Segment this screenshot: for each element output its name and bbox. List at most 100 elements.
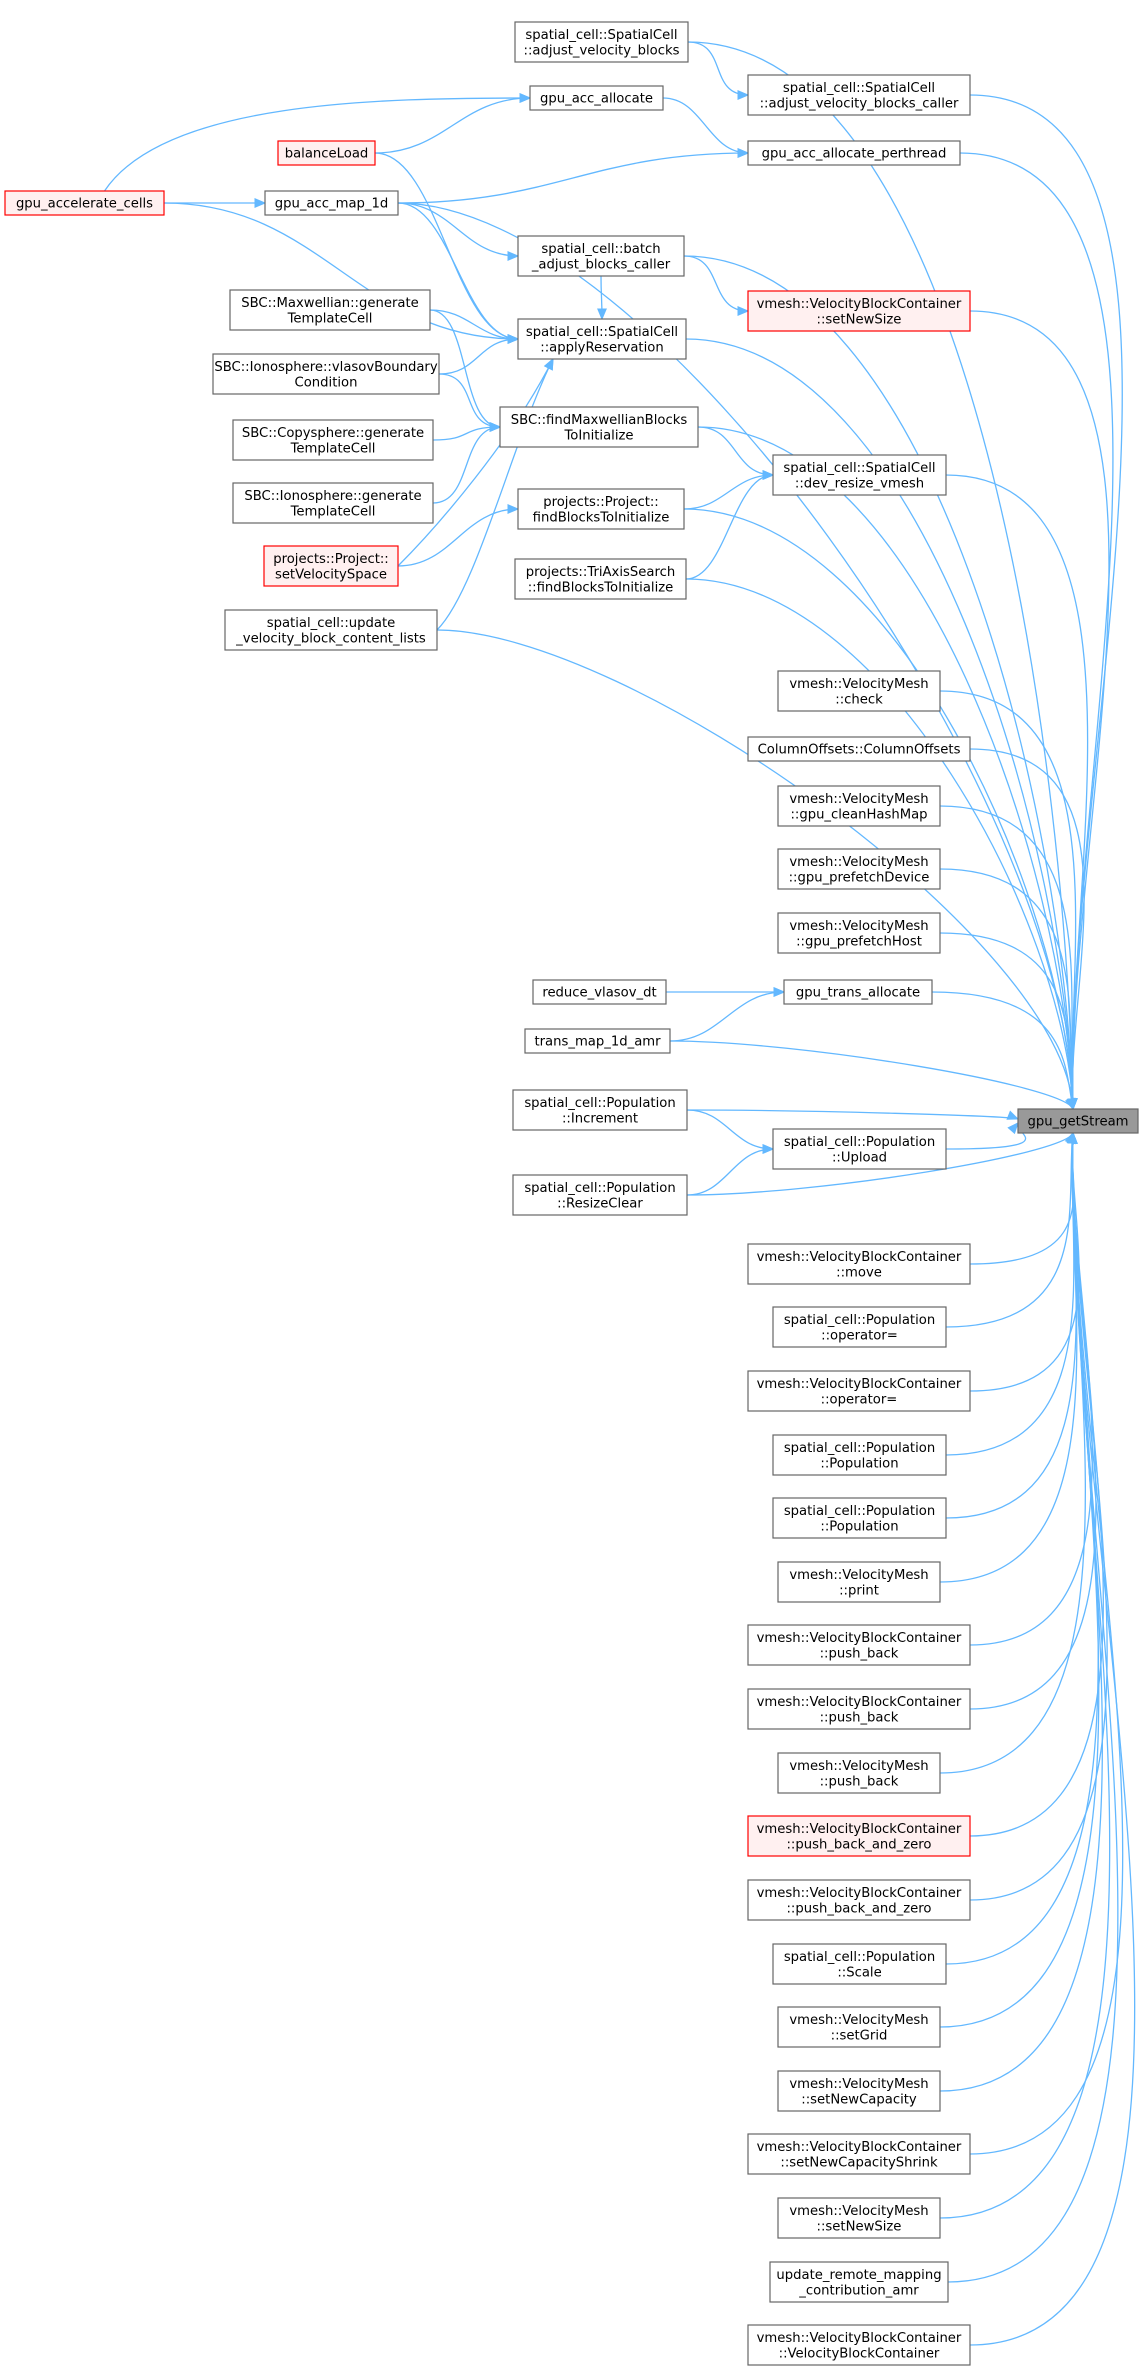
edge-sbc-maxw-gen-to-apply-res	[429, 309, 519, 340]
edge-gpu-accelerate-cells-to-gpu-acc-allocate	[103, 97, 531, 192]
node-vm-pushback[interactable]: vmesh::VelocityMesh::push_back	[777, 1752, 941, 1794]
node-vbc-opeq[interactable]: vmesh::VelocityBlockContainer::operator=	[747, 1370, 971, 1412]
nodes-layer: spatial_cell::SpatialCell::adjust_veloci…	[4, 21, 1139, 2366]
edge-balanceLoad-to-gpu-acc-allocate-arrowhead	[519, 93, 532, 103]
node-gpu-acc-map-1d[interactable]: gpu_acc_map_1d	[264, 190, 399, 216]
node-label-line: vmesh::VelocityMesh	[789, 919, 928, 934]
node-vm-setgrid[interactable]: vmesh::VelocityMesh::setGrid	[777, 2006, 941, 2048]
node-batch-adjust[interactable]: spatial_cell::batch_adjust_blocks_caller	[517, 235, 685, 277]
node-label-line: vmesh::VelocityBlockContainer	[757, 1377, 962, 1392]
node-label-line: ::Increment	[562, 1111, 638, 1126]
node-pop-resizeclear[interactable]: spatial_cell::Population::ResizeClear	[512, 1174, 688, 1216]
node-vm-setnewsize[interactable]: vmesh::VelocityMesh::setNewSize	[777, 2197, 941, 2239]
node-label-line: spatial_cell::Population	[784, 1313, 935, 1328]
node-apply-res[interactable]: spatial_cell::SpatialCell::applyReservat…	[517, 318, 687, 360]
node-label-line: SBC::Maxwellian::generate	[241, 296, 419, 311]
node-pop-upload[interactable]: spatial_cell::Population::Upload	[772, 1128, 947, 1170]
node-proj-find[interactable]: projects::Project::findBlocksToInitializ…	[517, 488, 685, 530]
node-pop-opeq[interactable]: spatial_cell::Population::operator=	[772, 1306, 947, 1348]
edge-triaxis-to-getstream	[685, 578, 1074, 1110]
edge-gpu-acc-map-1d-to-batch-adjust	[397, 202, 519, 257]
node-box	[747, 2324, 971, 2366]
node-adjust-vb[interactable]: spatial_cell::SpatialCell::adjust_veloci…	[514, 21, 689, 63]
node-box	[777, 848, 941, 890]
edge-sbc-iono-gen-to-sbc-findmaxw	[432, 426, 501, 504]
node-vbc-pushback1[interactable]: vmesh::VelocityBlockContainer::push_back	[747, 1624, 971, 1666]
node-vm-setnewcap[interactable]: vmesh::VelocityMesh::setNewCapacity	[777, 2070, 941, 2112]
node-getstream[interactable]: gpu_getStream	[1017, 1108, 1139, 1134]
node-label-line: ColumnOffsets::ColumnOffsets	[758, 743, 961, 758]
node-dev-resize[interactable]: spatial_cell::SpatialCell::dev_resize_vm…	[772, 454, 947, 496]
node-trans-map[interactable]: trans_map_1d_amr	[524, 1028, 671, 1054]
node-vm-prefdev[interactable]: vmesh::VelocityMesh::gpu_prefetchDevice	[777, 848, 941, 890]
node-label-line: vmesh::VelocityBlockContainer	[757, 1886, 962, 1901]
node-update-remote[interactable]: update_remote_mapping_contribution_amr	[769, 2261, 949, 2303]
edge-adjust-vb-to-adjust-vb-caller	[687, 41, 749, 96]
node-pop-scale[interactable]: spatial_cell::Population::Scale	[772, 1943, 947, 1985]
node-gpu-trans-alloc[interactable]: gpu_trans_allocate	[783, 979, 933, 1005]
node-box	[517, 488, 685, 530]
node-vm-prefhost[interactable]: vmesh::VelocityMesh::gpu_prefetchHost	[777, 912, 941, 954]
node-gpu-accelerate-cells[interactable]: gpu_accelerate_cells	[4, 190, 165, 216]
edge-vm-check-to-getstream	[939, 690, 1077, 1110]
node-label-line: gpu_getStream	[1027, 1115, 1128, 1130]
node-pop-increment[interactable]: spatial_cell::Population::Increment	[512, 1089, 688, 1131]
node-coloffsets[interactable]: ColumnOffsets::ColumnOffsets	[747, 736, 971, 762]
node-vm-cleanhash[interactable]: vmesh::VelocityMesh::gpu_cleanHashMap	[777, 785, 941, 827]
node-label-line: ::push_back_and_zero	[786, 1837, 931, 1852]
node-pop-pop1[interactable]: spatial_cell::Population::Population	[772, 1434, 947, 1476]
node-box	[777, 2006, 941, 2048]
node-vbc-setNewSize[interactable]: vmesh::VelocityBlockContainer::setNewSiz…	[747, 290, 971, 332]
node-box	[777, 785, 941, 827]
node-label-line: ::push_back	[820, 1646, 899, 1661]
node-update-vbcl[interactable]: spatial_cell::update_velocity_block_cont…	[224, 609, 438, 651]
node-reduce-vdt[interactable]: reduce_vlasov_dt	[532, 979, 667, 1005]
node-vbc-pbz2[interactable]: vmesh::VelocityBlockContainer::push_back…	[747, 1879, 971, 1921]
node-gpu-acc-alloc-pt[interactable]: gpu_acc_allocate_perthread	[747, 140, 961, 166]
node-label-line: _adjust_blocks_caller	[531, 257, 671, 272]
node-pop-pop2[interactable]: spatial_cell::Population::Population	[772, 1497, 947, 1539]
node-label-line: ::push_back	[820, 1710, 899, 1725]
node-label-line: gpu_acc_allocate_perthread	[762, 147, 947, 162]
node-adjust-vb-caller[interactable]: spatial_cell::SpatialCell::adjust_veloci…	[747, 74, 971, 116]
edge-gpu-acc-map-1d-to-batch-adjust-arrowhead	[507, 251, 520, 261]
edge-pop-pop2-to-getstream	[945, 1132, 1077, 1519]
edge-vm-setnewsize-to-getstream	[939, 1132, 1111, 2219]
node-box	[517, 318, 687, 360]
node-vbc-setnewcapshrink[interactable]: vmesh::VelocityBlockContainer::setNewCap…	[747, 2133, 971, 2175]
node-label-line: spatial_cell::SpatialCell	[525, 28, 677, 43]
node-gpu-acc-allocate[interactable]: gpu_acc_allocate	[529, 85, 664, 111]
node-label-line: ::Population	[820, 1519, 898, 1534]
edge-proj-setvel-to-proj-find-arrowhead	[507, 504, 520, 514]
node-label-line: vmesh::VelocityMesh	[789, 2077, 928, 2092]
edge-pop-increment-to-pop-upload	[686, 1109, 774, 1150]
node-box	[783, 979, 933, 1005]
node-label-line: ::setNewSize	[817, 2219, 902, 2234]
node-label-line: gpu_acc_allocate	[540, 92, 653, 107]
node-vbc-ctor[interactable]: vmesh::VelocityBlockContainer::VelocityB…	[747, 2324, 971, 2366]
node-balanceLoad[interactable]: balanceLoad	[277, 140, 376, 166]
node-vbc-pbz1[interactable]: vmesh::VelocityBlockContainer::push_back…	[747, 1815, 971, 1857]
node-box	[777, 2070, 941, 2112]
node-vbc-pushback2[interactable]: vmesh::VelocityBlockContainer::push_back	[747, 1688, 971, 1730]
edge-dev-resize-to-getstream	[945, 474, 1089, 1110]
edge-pop-upload-to-getstream-arrowhead	[1007, 1122, 1019, 1135]
edge-gpu-accelerate-cells-to-gpu-acc-map-1d-arrowhead	[254, 198, 267, 208]
node-label-line: ::push_back_and_zero	[786, 1901, 931, 1916]
node-box	[772, 1128, 947, 1170]
node-triaxis[interactable]: projects::TriAxisSearch::findBlocksToIni…	[514, 558, 687, 600]
node-vbc-move[interactable]: vmesh::VelocityBlockContainer::move	[747, 1243, 971, 1285]
node-label-line: vmesh::VelocityMesh	[789, 855, 928, 870]
node-label-line: reduce_vlasov_dt	[542, 986, 656, 1001]
node-vm-check[interactable]: vmesh::VelocityMesh::check	[777, 670, 941, 712]
node-label-line: vmesh::VelocityMesh	[789, 1568, 928, 1583]
node-box	[229, 289, 431, 331]
node-box	[512, 1174, 688, 1216]
node-vm-print[interactable]: vmesh::VelocityMesh::print	[777, 1561, 941, 1603]
node-proj-setvel[interactable]: projects::Project::setVelocitySpace	[263, 545, 399, 587]
